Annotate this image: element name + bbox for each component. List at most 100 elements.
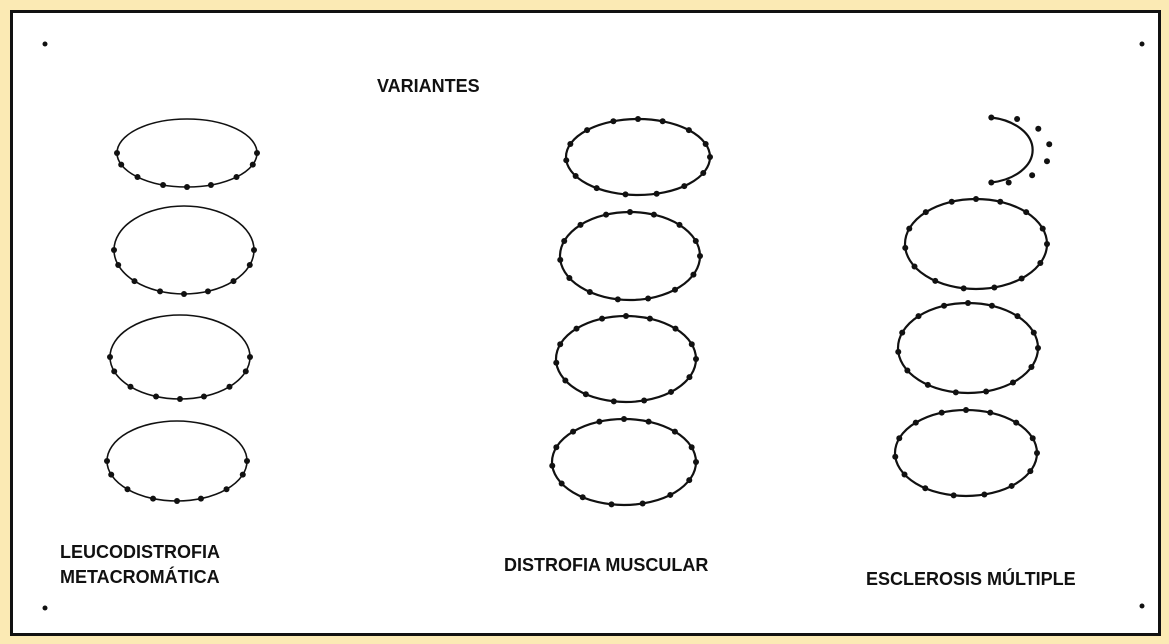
coil-bead [1043, 158, 1050, 165]
coil-bead [557, 341, 564, 348]
coil-bead [549, 462, 556, 469]
coil-bead [686, 477, 693, 484]
coil-bead [1029, 172, 1036, 179]
coil-bead [1029, 435, 1036, 442]
coil-bead [174, 498, 180, 504]
coil-bead [239, 471, 246, 478]
coil-bead [702, 141, 709, 148]
coil-bead [577, 221, 584, 228]
label-leucodistrofia: LEUCODISTROFIA METACROMÁTICA [60, 540, 220, 590]
coil-bead [200, 393, 207, 400]
coil-bead [667, 491, 674, 498]
coil-bead [1034, 450, 1040, 456]
coil-bead [150, 495, 157, 502]
coil-bead [676, 221, 683, 228]
coil-bead [667, 388, 674, 395]
coil-bead [922, 485, 929, 492]
coil-bead [249, 161, 256, 168]
coil-bead [118, 161, 125, 168]
coil-bead [181, 291, 187, 297]
coil-bead [932, 277, 939, 284]
coil-bead [622, 191, 629, 198]
corner-dot [1139, 41, 1145, 47]
coil-bead [561, 237, 568, 244]
coil-stack-leucodistrofia [104, 118, 260, 504]
coil-bead [614, 296, 621, 303]
coil-bead [902, 244, 909, 251]
coils-layer [104, 114, 1053, 508]
coil-bead [688, 444, 695, 451]
coil-bead [963, 407, 969, 413]
coil-bead [681, 183, 688, 190]
coil-bead [608, 501, 615, 508]
coil-bead [599, 315, 606, 322]
coil-bead [981, 491, 988, 498]
coil-bead [697, 253, 703, 259]
coil-bead [1035, 345, 1041, 351]
coil-bead [114, 150, 120, 156]
coil-bead [950, 492, 957, 499]
coil-bead [246, 262, 253, 269]
coil-bead [988, 302, 995, 309]
coil-bead [566, 275, 573, 281]
coil-bead [111, 247, 117, 253]
coil-bead [1018, 275, 1025, 282]
coil-bead [650, 211, 657, 218]
coil-bead [160, 181, 167, 188]
coil-bead [204, 288, 211, 295]
coil-bead [639, 500, 646, 507]
coil-bead [230, 278, 237, 285]
label-line: METACROMÁTICA [60, 567, 220, 587]
coil-bead [965, 300, 971, 306]
coil-bead [131, 278, 138, 285]
coil-bead [1023, 209, 1030, 216]
label-line: ESCLEROSIS MÚLTIPLE [866, 569, 1076, 589]
coil-bead [672, 325, 679, 332]
coil-bead [134, 174, 141, 181]
coil-bead [997, 198, 1004, 205]
coil-bead [251, 247, 257, 253]
coil-bead [641, 397, 648, 404]
coil-bead [563, 157, 570, 164]
coil-bead [901, 471, 908, 478]
coil-bead [671, 286, 678, 293]
coil-bead [892, 453, 899, 460]
coil-bead [603, 211, 610, 218]
coil-bead [653, 190, 660, 197]
coil-bead [693, 459, 699, 465]
coil-bead [988, 179, 995, 186]
coil-bead [223, 486, 230, 493]
coil-bead [1037, 260, 1044, 267]
coil-bead [1035, 125, 1042, 132]
coil-bead [567, 141, 574, 148]
open-coil-arc [991, 116, 1034, 184]
coil-bead [948, 198, 955, 205]
coil-bead [610, 118, 617, 125]
coil-bead [906, 225, 913, 232]
coil-bead [645, 295, 652, 302]
coil-bead [692, 237, 699, 244]
coil-bead [938, 409, 945, 416]
coil-bead [1028, 364, 1035, 371]
coil-bead [124, 486, 131, 493]
coil-bead [1044, 241, 1050, 247]
coil-bead [690, 271, 697, 278]
coil-bead [899, 329, 906, 336]
coil-bead [1014, 115, 1021, 122]
coil-bead [685, 127, 692, 134]
coil-bead [941, 302, 948, 309]
coil-bead [610, 398, 617, 405]
coil-bead [184, 184, 190, 190]
coil-bead [904, 367, 911, 374]
coil-bead [127, 383, 134, 390]
coil-bead [247, 354, 253, 360]
coil-bead [233, 174, 240, 181]
coil-bead [254, 150, 260, 156]
coil-bead [107, 354, 113, 360]
coil-bead [896, 435, 903, 442]
coil-bead [635, 116, 641, 122]
label-line: LEUCODISTROFIA [60, 542, 220, 562]
coil-bead [582, 391, 589, 398]
corner-dot [42, 605, 48, 611]
coil-bead [1027, 468, 1034, 475]
